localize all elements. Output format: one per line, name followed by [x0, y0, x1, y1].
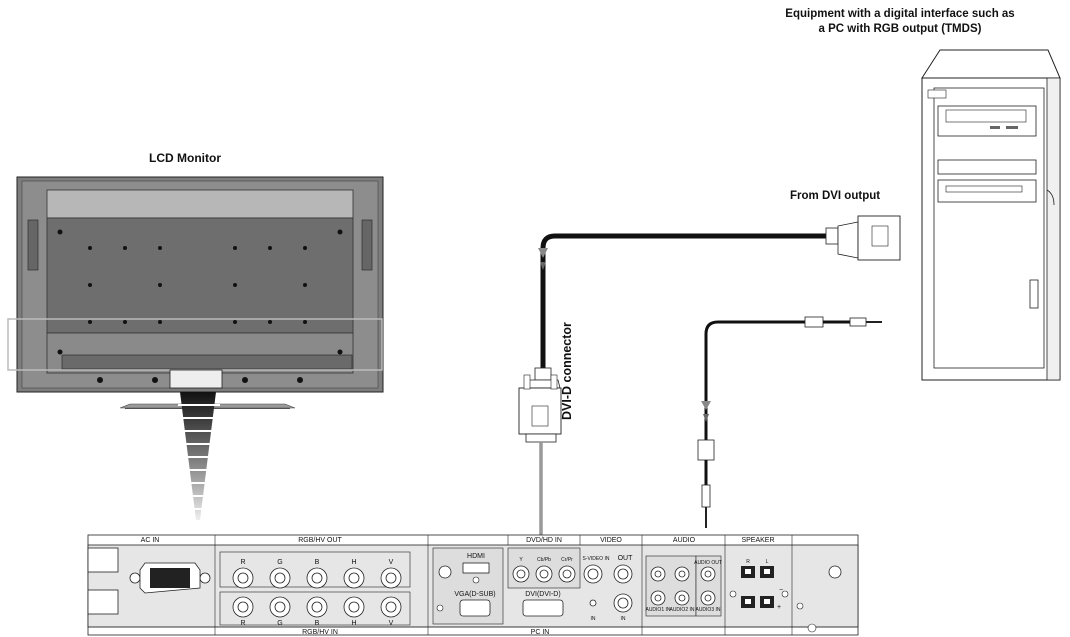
lcd-monitor [7, 176, 384, 409]
cr-label: Cr/Pr [561, 557, 573, 563]
equipment-label: Equipment with a digital interface such … [735, 7, 1065, 37]
dvi-label: DVI(DVI-D) [525, 591, 560, 598]
audio-in1-label: AUDIO1 IN [645, 607, 670, 613]
rgbhv-in-label: RGB/HV IN [302, 629, 338, 636]
speaker-l-label: L [766, 559, 769, 565]
pc-in-label: PC IN [531, 629, 550, 636]
speaker-minus-label: − [779, 587, 783, 594]
audio-in3-label: AUDIO3 IN [695, 607, 720, 613]
audio-out-label: AUDIO OUT [694, 560, 722, 566]
in-g-label: G [277, 620, 282, 627]
hdmi-label: HDMI [467, 553, 485, 560]
out-b-label: B [315, 559, 320, 566]
dvi-plug-pc [825, 215, 901, 261]
audio-cable [697, 316, 882, 528]
dvi-output-label: From DVI output [790, 190, 881, 202]
video-out-label: OUT [618, 555, 634, 562]
equipment-label-line2: a PC with RGB output (TMDS) [818, 23, 982, 35]
ac-in-label: AC IN [141, 537, 160, 544]
dvi-cable [538, 233, 828, 370]
in-v-label: V [389, 620, 394, 627]
out-g-label: G [277, 559, 282, 566]
audio-label: AUDIO [673, 537, 696, 544]
out-h-label: H [351, 559, 356, 566]
in-b-label: B [315, 620, 320, 627]
speaker-plus-label: + [777, 604, 781, 611]
in-h-label: H [351, 620, 356, 627]
in-r-label: R [240, 620, 245, 627]
audio-in2-label: AUDIO2 IN [669, 607, 694, 613]
rgbhv-out-label: RGB/HV OUT [298, 537, 342, 544]
out-v-label: V [389, 559, 394, 566]
speaker-label: SPEAKER [741, 537, 774, 544]
cb-label: Cb/Pb [537, 557, 551, 563]
out-r-label: R [240, 559, 245, 566]
video-label: VIDEO [600, 537, 622, 544]
vga-label: VGA(D-SUB) [454, 591, 495, 598]
panel-labels: AC IN RGB/HV OUT RGB/HV IN DVD/HD IN VID… [141, 537, 783, 636]
connector-panel [87, 534, 859, 636]
video-in-label: IN [621, 616, 626, 622]
dvd-hd-in-label: DVD/HD IN [526, 537, 562, 544]
svideo-in-label: S-VIDEO IN [583, 556, 610, 562]
equipment-label-line1: Equipment with a digital interface such … [785, 8, 1015, 20]
monitor-connection-beam [178, 392, 220, 520]
lcd-monitor-label: LCD Monitor [149, 151, 221, 165]
svideo-in-short-label: IN [591, 616, 596, 622]
pc-tower [921, 49, 1061, 381]
y-label: Y [519, 557, 523, 563]
speaker-r-label: R [746, 559, 750, 565]
